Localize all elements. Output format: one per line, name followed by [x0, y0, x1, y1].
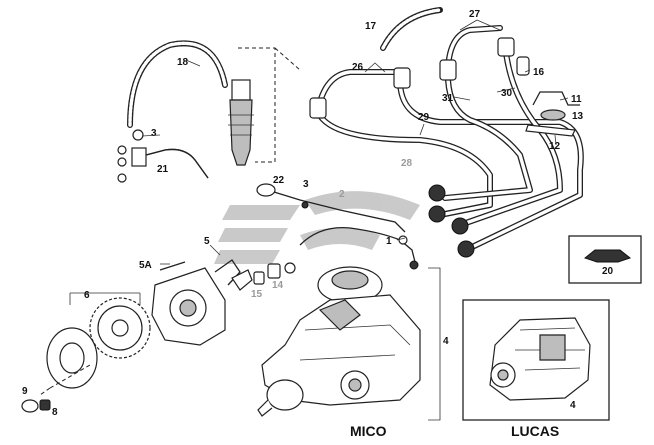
- label-5a: 5A: [139, 260, 152, 271]
- drive-plate: [46, 327, 98, 389]
- nut-washer-8-9: [21, 399, 51, 413]
- lucas-box: [462, 299, 610, 421]
- label-3-top: 3: [151, 128, 157, 139]
- label-8: 8: [52, 407, 58, 418]
- injector: [228, 79, 254, 166]
- label-30: 30: [501, 88, 513, 99]
- part-labels: 1 2 3 3 4 4 5 5A 6 8 9 11 12 13 14 15 16…: [22, 9, 614, 418]
- small-parts-14-15: [231, 262, 296, 291]
- caption-mico: MICO: [350, 423, 387, 439]
- pipe-nuts: [309, 37, 515, 258]
- mico-pump: [257, 266, 421, 417]
- clamp-assembly: [525, 91, 580, 137]
- label-17: 17: [365, 21, 377, 32]
- timing-sprocket: [89, 297, 151, 359]
- label-3-rail: 3: [303, 179, 309, 190]
- pin-5a: [159, 261, 186, 271]
- label-18: 18: [177, 57, 189, 68]
- hose-18: [127, 40, 228, 128]
- label-21: 21: [157, 164, 169, 175]
- label-9: 9: [22, 386, 28, 397]
- label-28: 28: [401, 158, 413, 169]
- label-2: 2: [339, 189, 345, 200]
- item-20-box: [568, 235, 642, 284]
- cap-16: [516, 56, 530, 76]
- label-13: 13: [572, 111, 584, 122]
- watermark-logo: [214, 191, 420, 264]
- label-16: 16: [533, 67, 545, 78]
- leader-9: [39, 364, 91, 396]
- label-26: 26: [352, 62, 364, 73]
- label-1: 1: [386, 236, 392, 247]
- leader-lines: [141, 19, 569, 265]
- label-12: 12: [549, 141, 561, 152]
- label-29: 29: [418, 112, 430, 123]
- label-4-lucas: 4: [570, 400, 576, 411]
- label-27: 27: [469, 9, 481, 20]
- label-4-mico: 4: [443, 336, 449, 347]
- bracket-mico: [428, 267, 441, 421]
- label-22: 22: [273, 175, 285, 186]
- label-14: 14: [272, 280, 284, 291]
- pump-flange: [151, 259, 241, 346]
- caption-lucas: LUCAS: [511, 423, 559, 439]
- label-6: 6: [84, 290, 90, 301]
- leader-dash: [238, 47, 276, 163]
- leak-off-rail: [256, 183, 419, 270]
- bracket-6: [69, 292, 141, 305]
- injector-pipes: [315, 25, 584, 251]
- label-11: 11: [571, 94, 582, 105]
- leader-dash-2: [274, 47, 301, 71]
- label-15: 15: [251, 289, 263, 300]
- hose-17: [380, 7, 443, 51]
- label-20: 20: [602, 266, 614, 277]
- label-31: 31: [442, 93, 454, 104]
- label-5: 5: [204, 236, 210, 247]
- leak-off-pipe-21: [117, 129, 209, 183]
